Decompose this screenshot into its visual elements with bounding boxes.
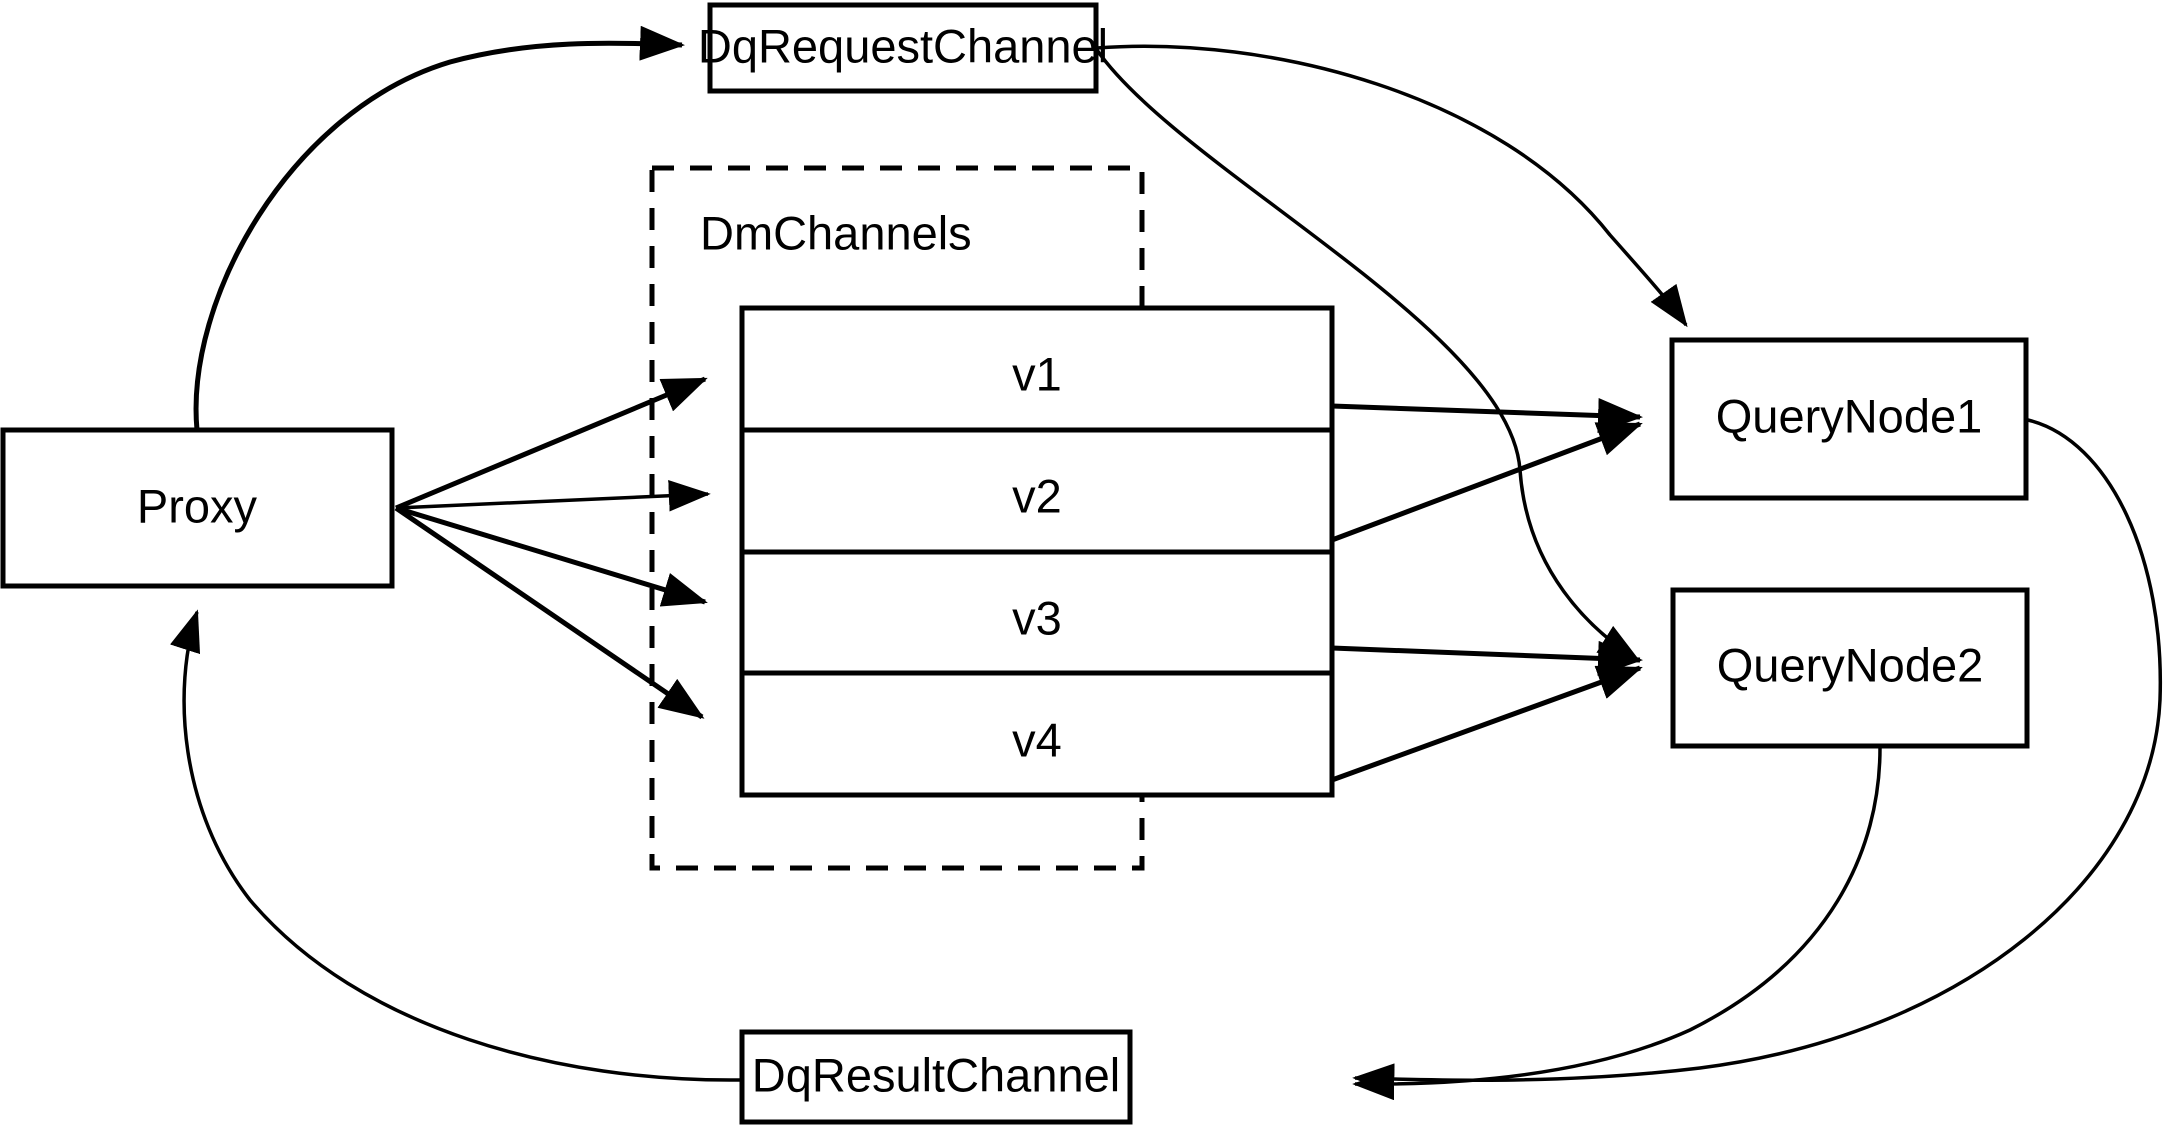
edge-v4-to-query-node-2: [1331, 665, 1643, 783]
edge-query-node-2-to-dq-result-channel: [1352, 747, 1882, 1101]
edge-proxy-to-dq-request-channel: [193, 25, 685, 431]
edge-dq-request-channel-to-query-node-2: [1095, 49, 1641, 662]
node-proxy-label: Proxy: [137, 479, 258, 532]
node-query-node-2-label: QueryNode2: [1717, 638, 1984, 691]
edge-dq-request-channel-to-query-node-1: [1096, 44, 1688, 328]
node-dq-request-channel-box[interactable]: [707, 2, 1099, 94]
edge-proxy-to-v4: [394, 505, 705, 720]
node-query-node-1-label: QueryNode1: [1716, 389, 1983, 442]
node-proxy-box[interactable]: [0, 427, 395, 589]
channel-row-v1-label[interactable]: v1: [1012, 347, 1062, 400]
edge-dq-result-channel-to-proxy: [170, 609, 741, 1082]
channel-row-v2-label[interactable]: v2: [1012, 469, 1062, 522]
dm-channels-group-label: DmChannels: [700, 206, 972, 259]
node-dq-result-channel[interactable]: DqResultChannel: [739, 1029, 1133, 1125]
edge-v1-to-query-node-1: [1331, 398, 1643, 433]
dm-channels-group: DmChannels: [649, 165, 1145, 871]
edge-proxy-to-v3: [395, 505, 708, 607]
channel-row-v4-label[interactable]: v4: [1012, 713, 1062, 766]
node-dq-result-channel-label: DqResultChannel: [752, 1048, 1120, 1101]
edge-proxy-to-v2: [395, 480, 711, 512]
node-query-node-1[interactable]: QueryNode1: [1669, 337, 2029, 501]
node-proxy[interactable]: Proxy: [0, 427, 395, 589]
edge-v2-to-query-node-1: [1331, 421, 1643, 543]
node-dq-request-channel[interactable]: DqRequestChannel: [698, 2, 1108, 94]
edge-v3-to-query-node-2: [1331, 640, 1643, 676]
node-query-node-2[interactable]: QueryNode2: [1670, 587, 2030, 749]
edge-proxy-to-v1: [395, 376, 708, 511]
node-query-node-1-box[interactable]: [1669, 337, 2029, 501]
node-query-node-2-box[interactable]: [1670, 587, 2030, 749]
edge-query-node-1-to-dq-result-channel: [1352, 418, 2163, 1095]
node-dq-request-channel-label: DqRequestChannel: [698, 19, 1108, 72]
channel-stack: v1 v2 v3 v4: [739, 305, 1335, 798]
node-dq-result-channel-box[interactable]: [739, 1029, 1133, 1125]
channel-row-v3-label[interactable]: v3: [1012, 591, 1062, 644]
